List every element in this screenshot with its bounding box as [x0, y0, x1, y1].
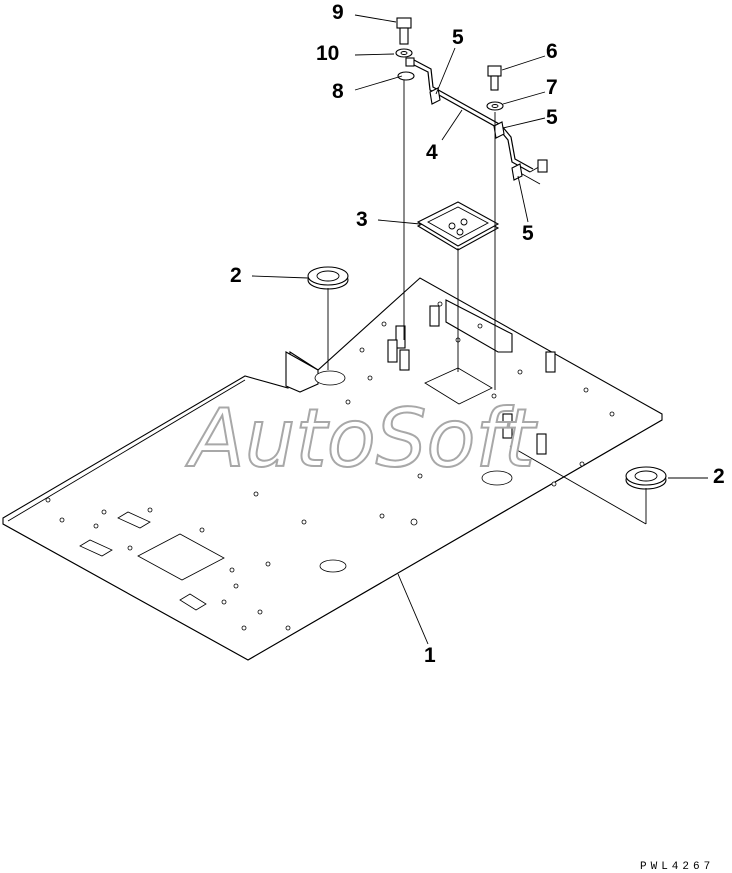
callout-5-mid: 5: [546, 106, 558, 129]
callout-4: 4: [426, 141, 438, 164]
callout-1: 1: [424, 644, 436, 667]
callout-9: 9: [332, 1, 344, 24]
drawing-code: PWL4267: [640, 861, 714, 873]
callout-6: 6: [546, 40, 558, 63]
callout-2-right: 2: [713, 465, 725, 488]
bolt-6: [487, 65, 502, 91]
wire-harness: [405, 57, 548, 185]
bolt-9: [396, 17, 412, 45]
cover-plate: [416, 201, 500, 372]
watermark-text: AutoSoft: [185, 392, 538, 485]
washer-10: [395, 48, 413, 58]
callout-7: 7: [546, 76, 558, 99]
callout-2-left: 2: [230, 264, 242, 287]
callout-10: 10: [316, 42, 339, 65]
leader-lines: [251, 14, 708, 645]
clip-8: [397, 71, 415, 340]
grommet-left: [307, 266, 349, 370]
floor-plate: [2, 277, 663, 661]
callout-5-top: 5: [452, 26, 464, 49]
callout-5-low: 5: [522, 222, 534, 245]
callout-labels: 9 10 8 5 6 7 5 4 3 5 2 2 1: [230, 1, 725, 667]
washer-7: [486, 101, 504, 390]
grommet-right: [509, 445, 667, 525]
callout-3: 3: [356, 208, 368, 231]
callout-8: 8: [332, 80, 344, 103]
